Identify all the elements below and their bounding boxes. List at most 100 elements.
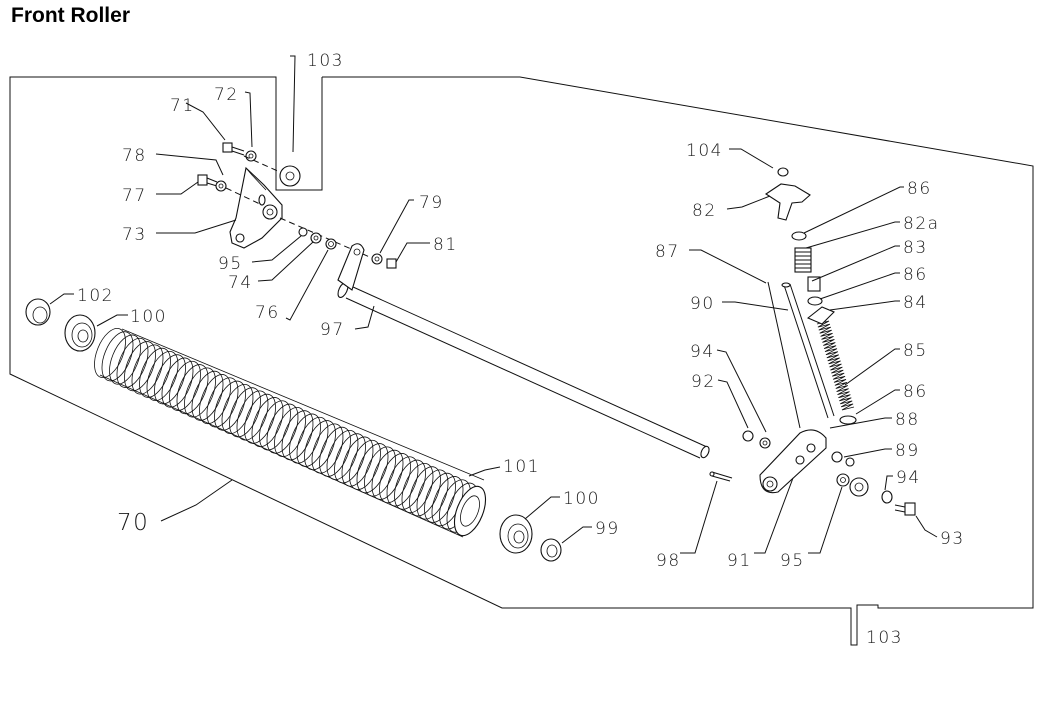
callout-82a: 82a bbox=[903, 214, 940, 234]
callout-99: 99 bbox=[595, 519, 620, 539]
roller-groove bbox=[304, 420, 336, 471]
roller-groove bbox=[409, 466, 441, 517]
rod-87-90 bbox=[767, 281, 835, 429]
roller-groove bbox=[341, 436, 374, 487]
roller-groove bbox=[379, 453, 411, 504]
bracket-73 bbox=[229, 166, 283, 249]
bearing-100-right bbox=[499, 514, 533, 554]
knob-82 bbox=[764, 167, 811, 221]
callout-70: 70 bbox=[117, 510, 149, 536]
roller-groove bbox=[131, 344, 164, 395]
roller-101 bbox=[94, 328, 487, 538]
spring-83 bbox=[794, 247, 812, 273]
callout-100-right: 100 bbox=[563, 489, 600, 509]
callout-103-top: 103 bbox=[307, 51, 344, 71]
roller-groove bbox=[206, 377, 239, 428]
callout-81: 81 bbox=[433, 235, 458, 255]
roller-groove bbox=[453, 485, 487, 537]
fasteners-right bbox=[742, 430, 916, 516]
callout-71: 71 bbox=[170, 96, 195, 116]
callout-98: 98 bbox=[656, 551, 681, 571]
shaft-97 bbox=[337, 281, 710, 459]
callout-76: 76 bbox=[255, 303, 280, 323]
roller-groove bbox=[229, 387, 261, 438]
roller-groove bbox=[116, 337, 149, 388]
callout-73: 73 bbox=[122, 225, 147, 245]
roller-groove bbox=[214, 380, 246, 431]
roller-groove bbox=[281, 410, 314, 461]
roller-groove bbox=[349, 439, 381, 490]
callout-90: 90 bbox=[690, 294, 715, 314]
roller-groove bbox=[236, 390, 269, 441]
callout-74: 74 bbox=[228, 273, 253, 293]
roller-end-bore bbox=[460, 495, 480, 527]
pin-98 bbox=[709, 471, 733, 482]
callout-79: 79 bbox=[419, 193, 444, 213]
callout-104: 104 bbox=[686, 141, 723, 161]
bearing-cap-102 bbox=[25, 298, 51, 326]
roller-groove bbox=[176, 364, 209, 415]
roller-groove bbox=[401, 463, 434, 513]
roller-groove bbox=[289, 413, 321, 464]
roller-groove bbox=[319, 426, 351, 477]
page-title: Front Roller bbox=[11, 4, 130, 27]
roller-groove bbox=[94, 328, 126, 378]
callout-95-left: 95 bbox=[218, 254, 243, 274]
roller-groove bbox=[266, 403, 299, 454]
callout-94-left: 94 bbox=[690, 342, 715, 362]
callout-101: 101 bbox=[503, 457, 540, 477]
roller-groove bbox=[364, 446, 396, 497]
callout-labels: 103 71 72 78 77 73 95 74 76 79 81 97 102… bbox=[77, 51, 965, 648]
callout-86-mid: 86 bbox=[903, 265, 928, 285]
callout-100-left: 100 bbox=[130, 307, 167, 327]
roller-groove bbox=[221, 384, 254, 434]
callout-103-bottom: 103 bbox=[866, 628, 903, 648]
roller-groove bbox=[124, 341, 156, 392]
spring-coil bbox=[816, 320, 855, 411]
callout-86-top: 86 bbox=[907, 179, 932, 199]
roller-groove bbox=[416, 469, 449, 520]
callout-77: 77 bbox=[122, 186, 147, 206]
callout-82: 82 bbox=[692, 201, 717, 221]
callout-84: 84 bbox=[903, 293, 928, 313]
callout-91: 91 bbox=[727, 551, 752, 571]
roller-groove bbox=[311, 423, 344, 474]
roller-groove bbox=[424, 472, 456, 523]
spring-85 bbox=[816, 320, 855, 411]
callout-85: 85 bbox=[903, 341, 928, 361]
roller-groove bbox=[191, 370, 224, 421]
roller-groove bbox=[101, 331, 134, 382]
link-plate-91 bbox=[759, 429, 827, 494]
roller-groove bbox=[199, 374, 231, 425]
roller-groove bbox=[356, 443, 389, 494]
callout-88: 88 bbox=[895, 410, 920, 430]
callout-83: 83 bbox=[903, 238, 928, 258]
callout-86-low: 86 bbox=[903, 382, 928, 402]
roller-groove bbox=[109, 334, 141, 385]
roller-groove bbox=[169, 360, 201, 411]
roller-groove bbox=[259, 400, 291, 451]
roller-groove bbox=[184, 367, 216, 418]
roller-groove bbox=[244, 393, 276, 444]
callout-89: 89 bbox=[895, 441, 920, 461]
roller-groove bbox=[139, 347, 171, 398]
roller-groove bbox=[251, 397, 284, 448]
roller-groove bbox=[154, 354, 186, 405]
fasteners-left bbox=[197, 142, 397, 291]
washers-86 bbox=[791, 231, 857, 425]
roller-groove bbox=[146, 351, 179, 401]
callout-93: 93 bbox=[940, 529, 965, 549]
callout-94-right: 94 bbox=[896, 468, 921, 488]
callout-78: 78 bbox=[122, 146, 147, 166]
roller-groove bbox=[386, 456, 419, 507]
callout-72: 72 bbox=[214, 85, 239, 105]
callout-87: 87 bbox=[655, 242, 680, 262]
roller-groove bbox=[394, 459, 426, 510]
callout-92: 92 bbox=[691, 372, 716, 392]
callout-97: 97 bbox=[320, 320, 345, 340]
washer-99 bbox=[540, 538, 562, 562]
callout-95-right: 95 bbox=[780, 551, 805, 571]
roller-groove bbox=[274, 407, 306, 457]
roller-groove bbox=[326, 430, 359, 480]
